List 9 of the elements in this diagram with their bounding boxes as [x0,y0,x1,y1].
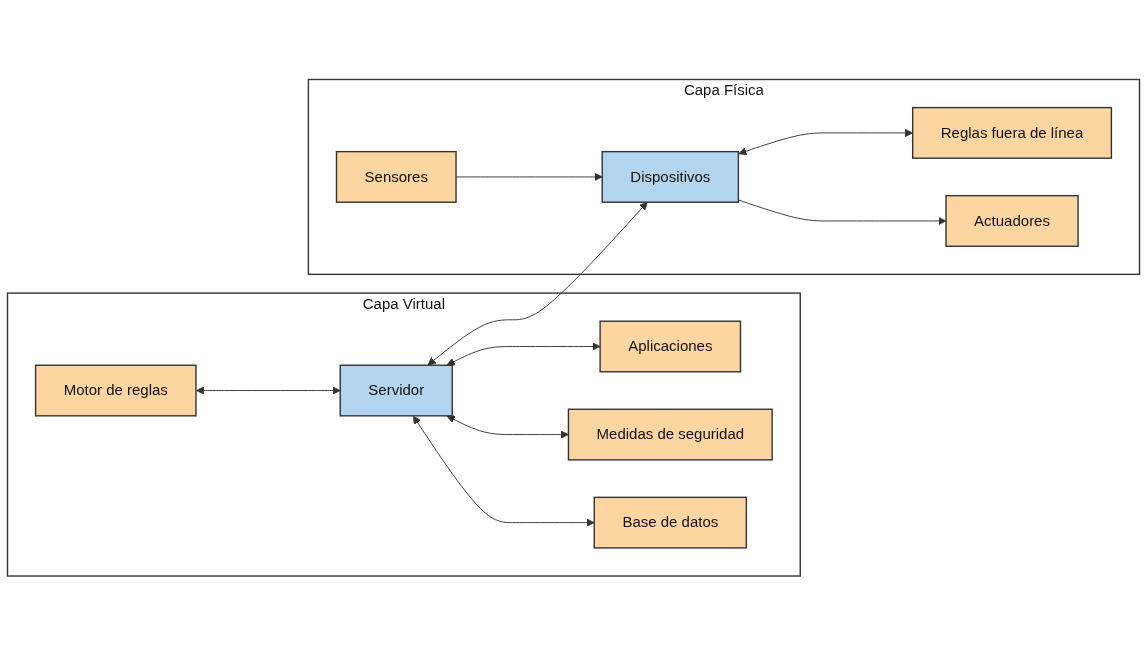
node-box: Sensores [335,151,457,204]
node-box: Motor de reglas [34,364,197,417]
node-box: Reglas fuera de línea [911,107,1113,160]
node-box: Actuadores [945,195,1079,248]
node-box: Servidor [339,364,453,417]
node-box: Base de datos [593,496,748,549]
node-box: Medidas de seguridad [567,408,773,461]
node-box: Dispositivos [601,151,740,204]
node-box: Aplicaciones [599,320,742,373]
